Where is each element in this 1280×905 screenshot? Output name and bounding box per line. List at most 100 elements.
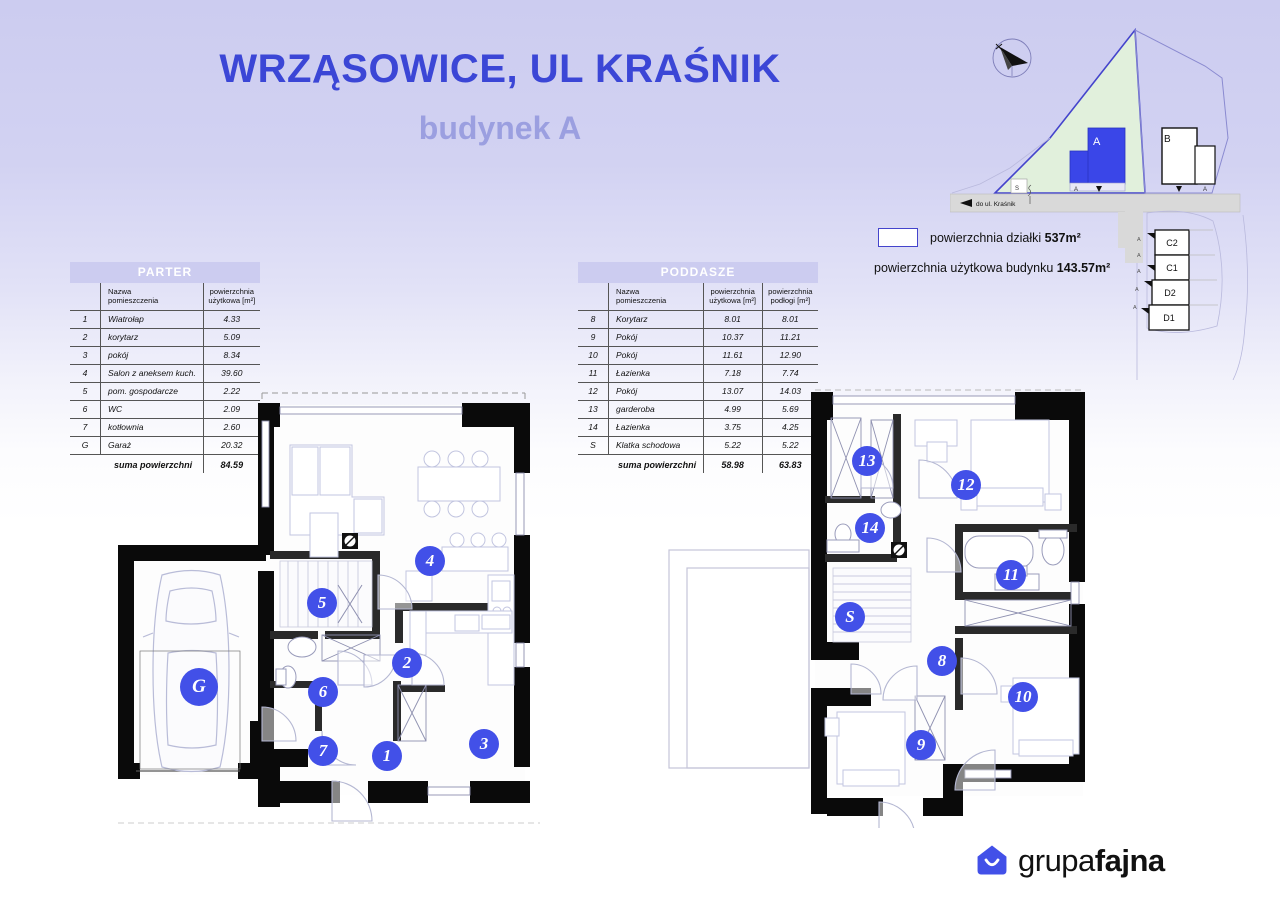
sum-label: suma powierzchni: [100, 454, 204, 474]
room-badge-10[interactable]: 10: [1008, 682, 1038, 712]
legend-row-building: powierzchnia użytkowa budynku 143.57m²: [874, 261, 1128, 275]
cell-name: Pokój: [608, 382, 704, 401]
header-room-name-l2: pomieszczenia: [108, 296, 159, 306]
building-a[interactable]: [1087, 127, 1126, 185]
unit-d2-label: D2: [1164, 288, 1176, 298]
cell-name: WC: [100, 400, 204, 419]
header-area-l1: powierzchnia: [209, 287, 254, 296]
room-badge-14[interactable]: 14: [855, 513, 885, 543]
table-parter: PARTER Nazwa pomieszczenia powierzchnia …: [70, 262, 260, 474]
legend: powierzchnia działki 537m² powierzchnia …: [874, 228, 1128, 275]
cell-area: 7.18: [703, 364, 763, 383]
room-badge-11[interactable]: 11: [996, 560, 1026, 590]
cell-area: 39.60: [203, 364, 260, 383]
header-area: powierzchnia użytkowa [m²]: [203, 283, 260, 311]
company-logo[interactable]: grupafajna: [975, 843, 1165, 877]
cell-area: 13.07: [703, 382, 763, 401]
cell-floor: 5.22: [761, 436, 818, 455]
entry-marker: A: [1137, 253, 1141, 259]
plot-boundary-b: [1134, 29, 1229, 194]
cell-num: 3: [70, 346, 101, 365]
header-area-l1: powierzchnia: [710, 287, 755, 296]
cell-num: S: [578, 436, 609, 455]
room-badge-12[interactable]: 12: [951, 470, 981, 500]
cell-area: 10.37: [703, 328, 763, 347]
legend-plot-label: powierzchnia działki: [930, 230, 1042, 245]
building-b-label: B: [1164, 134, 1171, 145]
floor-plan-poddasze[interactable]: [665, 378, 1105, 828]
unit-c1[interactable]: [1154, 254, 1190, 281]
legend-building-value: 143.57m²: [1056, 261, 1111, 275]
sum-spacer: [70, 454, 101, 473]
chimney-symbol: [891, 542, 907, 558]
room-badge-13[interactable]: 13: [852, 446, 882, 476]
room-badge-g[interactable]: G: [180, 668, 218, 706]
entrance-arrow-icon: [1096, 186, 1102, 192]
cell-num: 13: [578, 400, 609, 419]
cell-num: 1: [70, 310, 101, 329]
cell-num: 2: [70, 328, 101, 347]
building-a-label: A: [1093, 136, 1101, 148]
garage-dimension-box: [139, 650, 241, 770]
cell-num: 4: [70, 364, 101, 383]
cell-name: pom. gospodarcze: [100, 382, 204, 401]
entrance-marker-a1: A: [1074, 187, 1078, 193]
cell-floor: 11.21: [761, 328, 818, 347]
room-badge-s[interactable]: S: [835, 602, 865, 632]
header-room-name-l1: Nazwa: [108, 287, 132, 296]
legend-row-plot: powierzchnia działki 537m²: [878, 228, 1128, 247]
door-swings: [261, 574, 445, 822]
room-badge-2[interactable]: 2: [392, 648, 422, 678]
compass-icon: [992, 38, 1032, 78]
room-badge-1[interactable]: 1: [372, 741, 402, 771]
room-badge-4[interactable]: 4: [415, 546, 445, 576]
stair-box: [1010, 178, 1028, 194]
parcel-outline: [1146, 210, 1223, 333]
cell-num: 8: [578, 310, 609, 329]
cell-area: 20.32: [203, 436, 260, 455]
cell-name: pokój: [100, 346, 204, 365]
unit-c2-label: C2: [1166, 238, 1178, 248]
room-badge-5[interactable]: 5: [307, 588, 337, 618]
table-row-header: Nazwa pomieszczenia powierzchnia użytkow…: [578, 283, 818, 311]
legend-plot-text: powierzchnia działki 537m²: [930, 231, 1081, 245]
building-b[interactable]: [1161, 127, 1198, 185]
door-swings: [850, 455, 998, 828]
cell-num: 12: [578, 382, 609, 401]
header-floor-l1: powierzchnia: [768, 287, 813, 296]
floor-plan-parter[interactable]: [110, 385, 550, 835]
cell-name: kotłownia: [100, 418, 204, 437]
chimney-symbol: [342, 533, 358, 549]
stair-label: S: [1015, 186, 1019, 192]
unit-d2[interactable]: [1151, 279, 1190, 306]
cell-area: 4.99: [703, 400, 763, 419]
table-parter-body: Nazwa pomieszczenia powierzchnia użytkow…: [70, 283, 260, 474]
cell-floor: 4.25: [761, 418, 818, 437]
room-badge-8[interactable]: 8: [927, 646, 957, 676]
cell-area: 11.61: [703, 346, 763, 365]
header-room-name-l1: Nazwa: [616, 287, 640, 296]
sum-floor: 63.83: [761, 454, 818, 474]
bathroom-fixtures: [275, 636, 317, 689]
parcel-entry-arrows: [1141, 233, 1155, 314]
cell-num: G: [70, 436, 101, 455]
room-badge-6[interactable]: 6: [308, 677, 338, 707]
table-row-sum: suma powierzchni 84.59: [70, 454, 260, 474]
header-room-name: Nazwa pomieszczenia: [608, 283, 704, 311]
cell-num: 11: [578, 364, 609, 383]
unit-d1[interactable]: [1148, 304, 1190, 331]
cell-num: 14: [578, 418, 609, 437]
room-badge-9[interactable]: 9: [906, 730, 936, 760]
room-badge-3[interactable]: 3: [469, 729, 499, 759]
room-badge-7[interactable]: 7: [308, 736, 338, 766]
parcel-list: C2 C1 D2 D1 A A A A A: [1125, 205, 1248, 380]
plot-color-swatch: [878, 228, 918, 247]
furniture-kitchen-island: [441, 532, 509, 572]
unit-d1-label: D1: [1163, 313, 1175, 323]
